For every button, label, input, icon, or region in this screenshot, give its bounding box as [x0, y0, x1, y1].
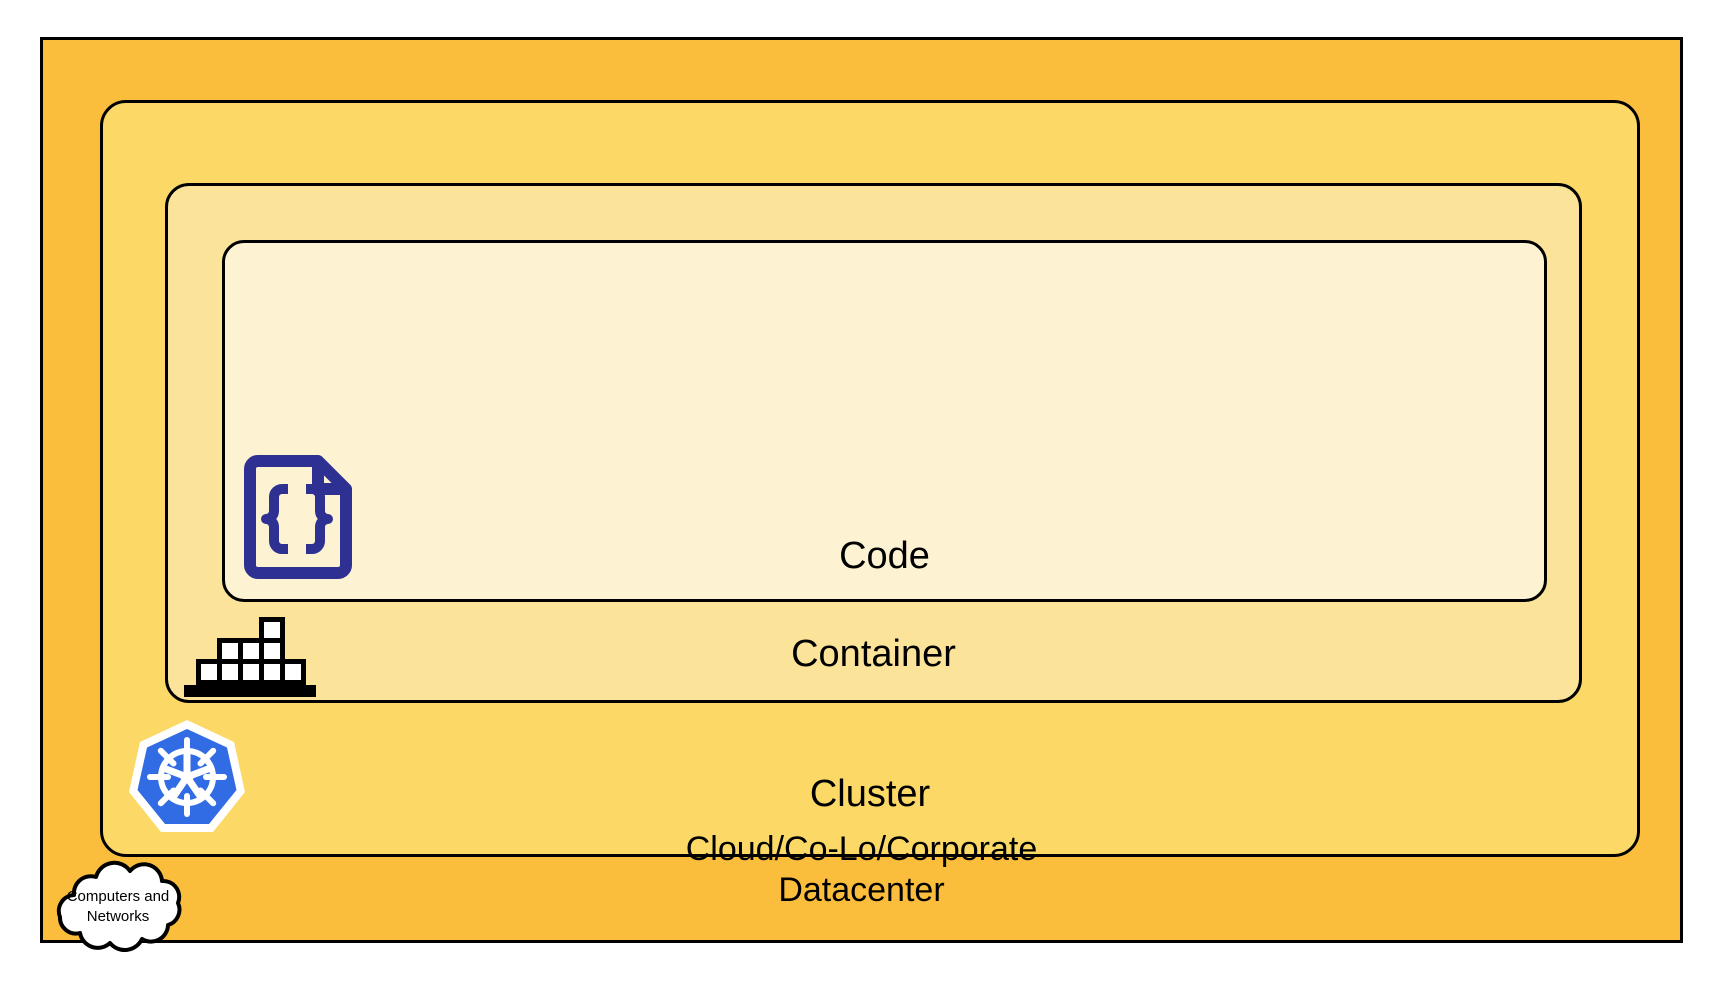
layer-label-cluster: Cluster — [809, 773, 931, 815]
layer-label-datacenter: Cloud/Co-Lo/Corporate Datacenter — [685, 830, 1038, 910]
layer-label-container: Container — [791, 633, 956, 675]
json-code-file-icon — [244, 455, 352, 579]
kubernetes-logo-icon — [128, 718, 246, 836]
computers-networks-cloud-callout[interactable]: Computers and Networks — [38, 855, 198, 953]
cloud-callout-line-2: Networks — [87, 908, 150, 925]
layer-code[interactable] — [222, 240, 1547, 602]
container-blocks-icon — [184, 607, 316, 697]
cloud-callout-line-1: Computers and — [67, 888, 170, 905]
layer-label-code: Code — [839, 535, 930, 577]
